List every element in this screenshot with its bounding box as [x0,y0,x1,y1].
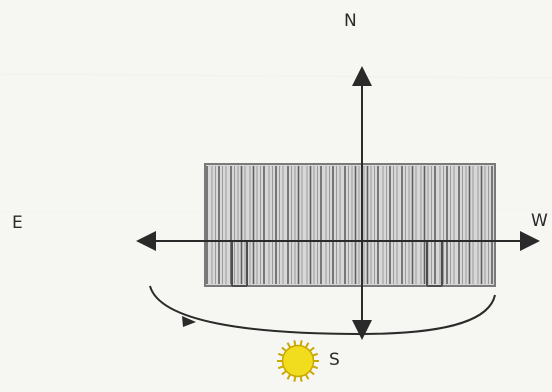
north-label: N [344,11,357,31]
sun-path-arc [149,285,496,336]
house-rectangle [204,163,496,287]
south-label: S [329,350,340,370]
rectangle-hatching [206,166,493,284]
small-ticks [231,242,443,287]
arc-direction-arrowhead [182,316,196,327]
east-label: E [12,213,23,233]
sun-icon [277,340,319,382]
west-label: W [531,211,548,231]
